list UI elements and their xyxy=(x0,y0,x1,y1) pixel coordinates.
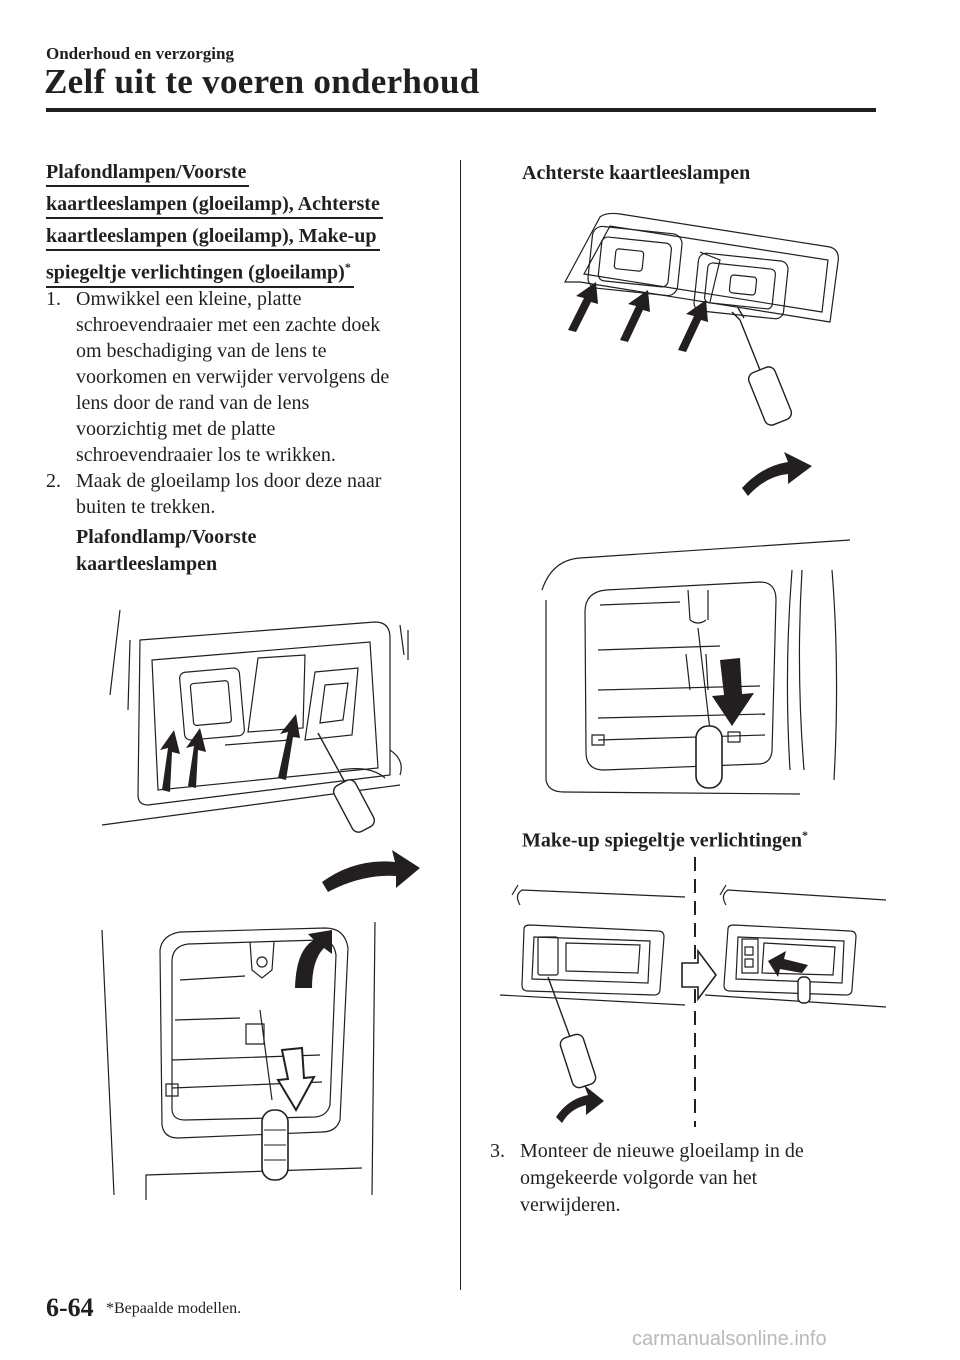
footnote: *Bepaalde modellen. xyxy=(106,1300,242,1317)
step-1-line: schroevendraaier los te wrikken. xyxy=(76,444,336,466)
heading-line-2: kaartleeslampen (gloeilamp), Achterste xyxy=(46,191,383,219)
mirror-asterisk: * xyxy=(801,828,808,842)
page-number: 6-64 xyxy=(46,1293,94,1322)
step-1-line: voorkomen en verwijder vervolgens de xyxy=(76,366,390,388)
step-1-line: Omwikkel een kleine, platte xyxy=(76,288,302,310)
rear-lamp-bulb-illustration xyxy=(540,530,855,815)
step-3-number: 3. xyxy=(490,1140,505,1162)
steps-list: 1. Omwikkel een kleine, platte schroeven… xyxy=(46,286,441,520)
step-3: 3. Monteer de nieuwe gloeilamp in de omg… xyxy=(490,1138,890,1219)
heading-line-3: kaartleeslampen (gloeilamp), Make-up xyxy=(46,223,380,251)
section-heading: Plafondlampen/Voorste kaartleeslampen (g… xyxy=(46,158,426,291)
step-3-line: omgekeerde volgorde van het xyxy=(520,1167,758,1189)
step-2-line: Maak de gloeilamp los door deze naar xyxy=(76,470,382,492)
step-2: 2. Maak de gloeilamp los door deze naar … xyxy=(46,468,441,520)
column-divider xyxy=(460,160,461,1290)
step-2-number: 2. xyxy=(46,470,61,492)
step-3-line: Monteer de nieuwe gloeilamp in de xyxy=(520,1140,804,1162)
subheading-mirror-lamps: Make-up spiegeltje verlichtingen* xyxy=(522,828,808,852)
page-title: Zelf uit te voeren onderhoud xyxy=(44,62,480,101)
front-lamp-lens-illustration xyxy=(100,600,420,892)
step-1-line: schroevendraaier met een zachte doek xyxy=(76,314,381,336)
subheading-rear-lamps: Achterste kaartleeslampen xyxy=(522,162,751,184)
heading-line-1: Plafondlampen/Voorste xyxy=(46,159,250,187)
subheading-front-lamp: Plafondlamp/Voorste kaartleeslampen xyxy=(76,526,257,575)
step-1-number: 1. xyxy=(46,288,61,310)
step-3-line: verwijderen. xyxy=(520,1194,621,1216)
section-label: Onderhoud en verzorging xyxy=(46,44,234,63)
heading-line-4: spiegeltje verlichtingen (gloeilamp)* xyxy=(46,254,354,288)
step-2-line: buiten te trekken. xyxy=(76,496,216,518)
watermark: carmanualsonline.info xyxy=(632,1328,827,1350)
heading-asterisk: * xyxy=(344,260,351,274)
step-1-line: lens door de rand van de lens xyxy=(76,392,310,414)
step-1-line: om beschadiging van de lens te xyxy=(76,340,327,362)
step-1: 1. Omwikkel een kleine, platte schroeven… xyxy=(46,286,441,468)
rear-lamp-lens-illustration xyxy=(560,212,840,496)
step-1-line: voorzichtig met de platte xyxy=(76,418,276,440)
mirror-lamp-illustration xyxy=(490,855,890,1130)
title-rule xyxy=(46,108,876,112)
front-lamp-bulb-illustration xyxy=(100,920,400,1205)
